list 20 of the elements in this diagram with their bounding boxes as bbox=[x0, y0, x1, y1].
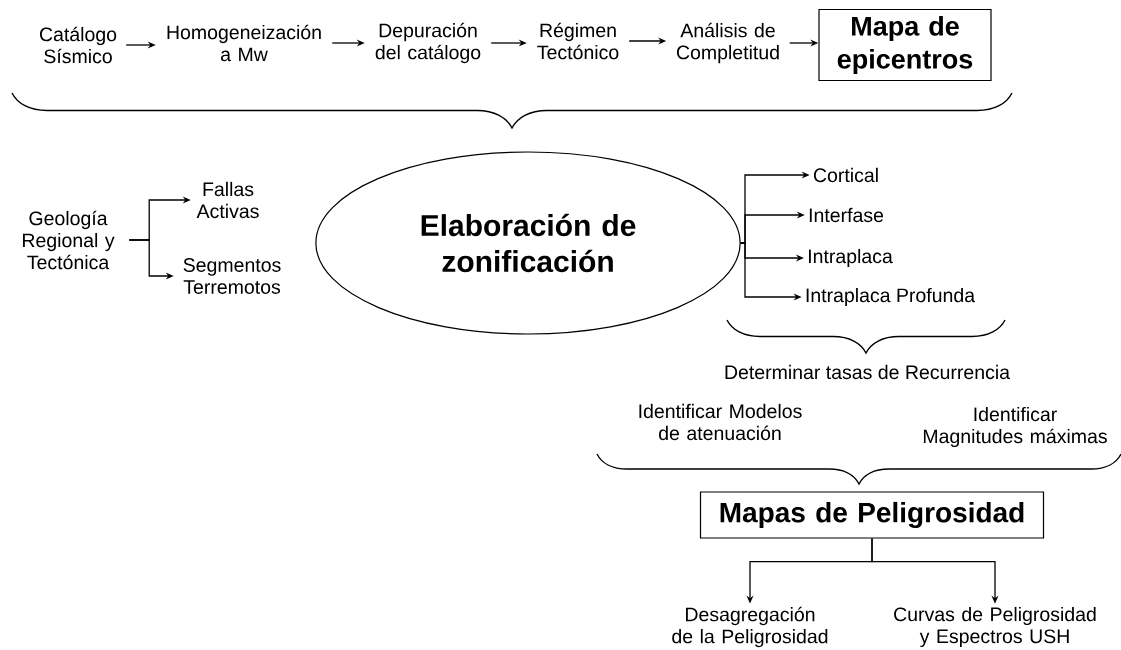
text-label: Determinar tasas de Recurrencia bbox=[725, 364, 1010, 380]
text-label: Análisis de Completitud bbox=[676, 22, 779, 64]
text-label: Desagregación de la Peligrosidad bbox=[672, 606, 828, 648]
text-label: Identificar Modelos de atenuación bbox=[639, 403, 802, 441]
text-label: Interfase bbox=[809, 207, 884, 223]
title-box: Mapa de epicentros bbox=[818, 8, 992, 82]
text-label: Identificar Magnitudes máximas bbox=[923, 406, 1107, 448]
text-label: Homogeneización a Mw bbox=[167, 24, 321, 62]
text-label: Régimen Tectónico bbox=[537, 22, 619, 60]
ellipse-node: Elaboración de zonificación bbox=[315, 151, 741, 335]
text-label: Segmentos Terremotos bbox=[183, 258, 281, 294]
text-label: Geología Regional y Tectónica bbox=[23, 210, 115, 270]
text-label: Depuración del catálogo bbox=[375, 22, 481, 64]
title-box: Mapas de Peligrosidad bbox=[699, 491, 1045, 539]
text-label: Intraplaca Profunda bbox=[806, 287, 976, 307]
text-label: Catálogo Sísmico bbox=[39, 26, 117, 64]
text-label: Fallas Activas bbox=[196, 181, 259, 219]
text-label: Cortical bbox=[813, 167, 878, 183]
text-label: Curvas de Peligrosidad y Espectros USH bbox=[894, 606, 1096, 648]
text-label: Intraplaca bbox=[809, 248, 893, 268]
